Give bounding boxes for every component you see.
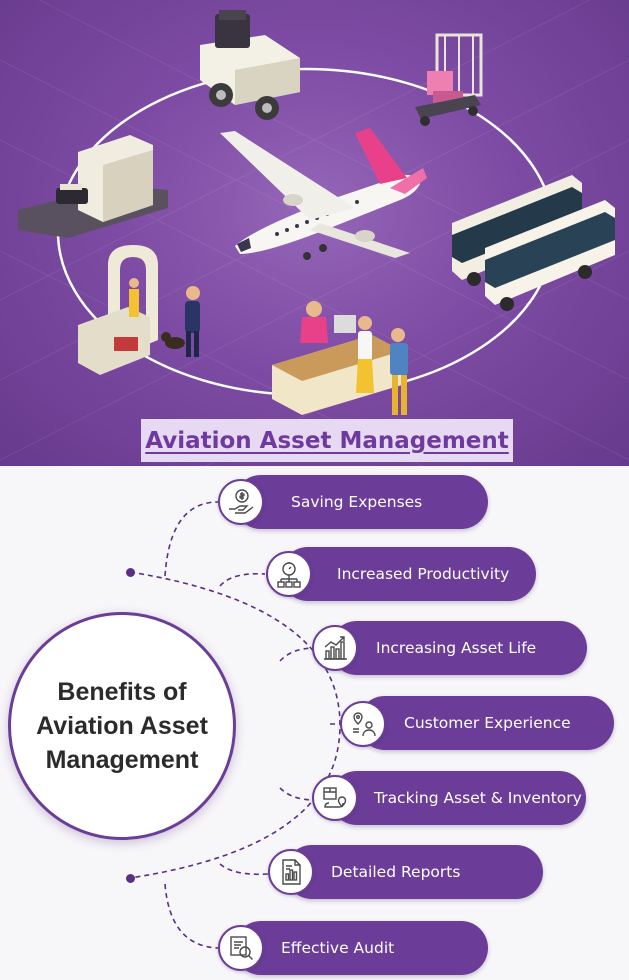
stopwatch-network-icon <box>266 551 312 597</box>
benefit-effective-audit[interactable]: Effective Audit <box>234 921 488 975</box>
title-banner: Aviation Asset Management <box>141 419 513 462</box>
benefit-label: Tracking Asset & Inventory <box>374 789 582 807</box>
benefit-increased-productivity[interactable]: Increased Productivity <box>281 547 536 601</box>
airplane-icon <box>220 128 427 260</box>
growth-chart-icon <box>312 625 358 671</box>
security-gate-icon <box>78 245 200 375</box>
airport-bus-icon <box>485 200 615 311</box>
check-in-desk-icon <box>272 301 408 415</box>
banner-title[interactable]: Aviation Asset Management <box>145 427 509 454</box>
benefits-infographic: Benefits of Aviation Asset Management Sa… <box>0 466 629 980</box>
connector-dot-bottom <box>126 874 135 883</box>
benefit-label: Increased Productivity <box>337 565 510 583</box>
connector-dot-top <box>126 568 135 577</box>
benefit-label: Effective Audit <box>281 939 395 957</box>
audit-magnifier-icon <box>218 925 264 971</box>
benefit-detailed-reports[interactable]: Detailed Reports <box>285 845 543 899</box>
hero-illustration: Aviation Asset Management <box>0 0 629 466</box>
airport-scene <box>0 0 629 466</box>
hub-title: Benefits of Aviation Asset Management <box>36 678 208 774</box>
customer-location-icon <box>340 701 386 747</box>
benefit-label: Saving Expenses <box>291 493 423 511</box>
benefit-increasing-asset-life[interactable]: Increasing Asset Life <box>330 621 587 675</box>
money-hand-icon <box>218 479 264 525</box>
xray-scanner-icon <box>18 135 168 238</box>
benefit-saving-expenses[interactable]: Saving Expenses <box>234 475 488 529</box>
luggage-cart-icon <box>415 33 483 126</box>
benefit-customer-experience[interactable]: Customer Experience <box>358 696 614 750</box>
benefit-label: Increasing Asset Life <box>376 639 537 657</box>
benefit-label: Customer Experience <box>404 714 571 732</box>
package-location-icon <box>312 775 358 821</box>
benefit-label: Detailed Reports <box>331 863 461 881</box>
baggage-tractor-icon <box>200 10 300 120</box>
report-document-icon <box>268 849 314 895</box>
benefits-hub: Benefits of Aviation Asset Management <box>8 612 236 840</box>
benefit-tracking-asset-inventory[interactable]: Tracking Asset & Inventory <box>330 771 586 825</box>
